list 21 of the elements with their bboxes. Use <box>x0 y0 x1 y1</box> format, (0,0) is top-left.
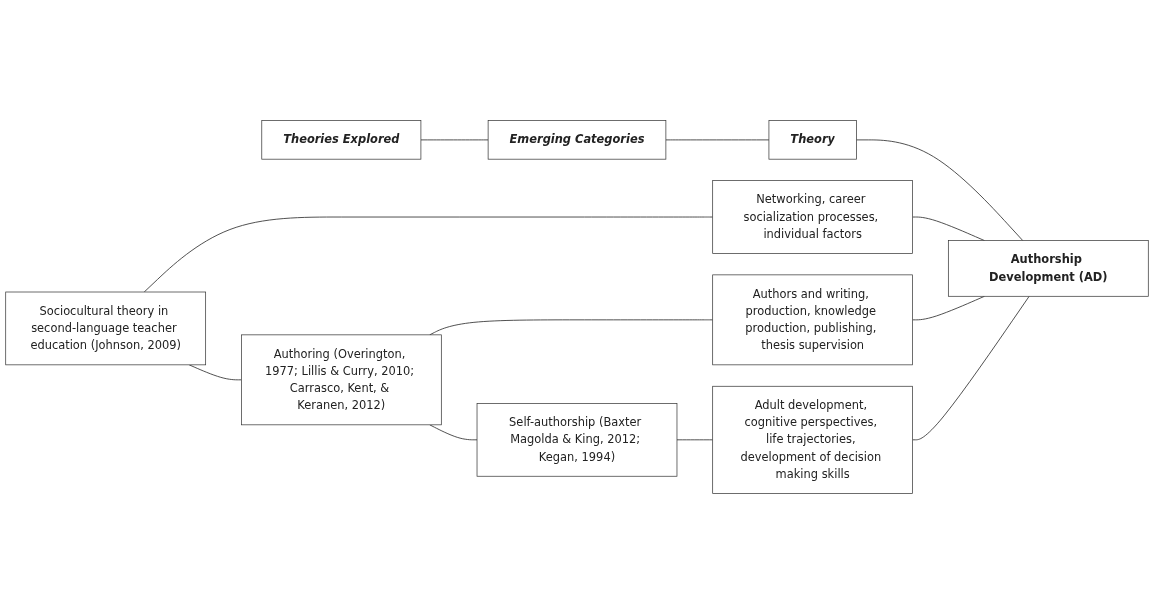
node-box: Authors and writing, production, knowledge production, publishing, thesis supervision <box>712 274 913 366</box>
node-box: Authorship Development (AD) <box>948 240 1149 297</box>
node-box: Self-authorship (Baxter Magolda & King, 2012; Kegan, 1994) <box>476 403 678 477</box>
connector <box>420 139 489 141</box>
node-box: Theory <box>768 120 857 160</box>
connector <box>188 364 242 381</box>
connector <box>912 295 985 321</box>
connector <box>855 139 1024 241</box>
node-box: Networking, career socialization processes, individual factors <box>712 180 913 254</box>
node-box: Adult development, cognitive perspectives, life trajectories, development of decision making skills <box>712 385 913 494</box>
connector <box>429 319 714 336</box>
node-box: Emerging Categories <box>487 120 667 160</box>
connector <box>143 216 714 293</box>
connector <box>676 439 714 441</box>
connector <box>665 139 770 141</box>
node-box: Sociocultural theory in second-language teacher education (Johnson, 2009) <box>5 291 206 366</box>
connector <box>429 424 478 441</box>
node-box: Authoring (Overington, 1977; Lillis & Curry, 2010; Carrasco, Kent, & Keranen, 2012) <box>241 334 442 426</box>
node-box: Theories Explored <box>261 120 422 160</box>
connector <box>912 295 1030 441</box>
connector <box>912 216 985 241</box>
